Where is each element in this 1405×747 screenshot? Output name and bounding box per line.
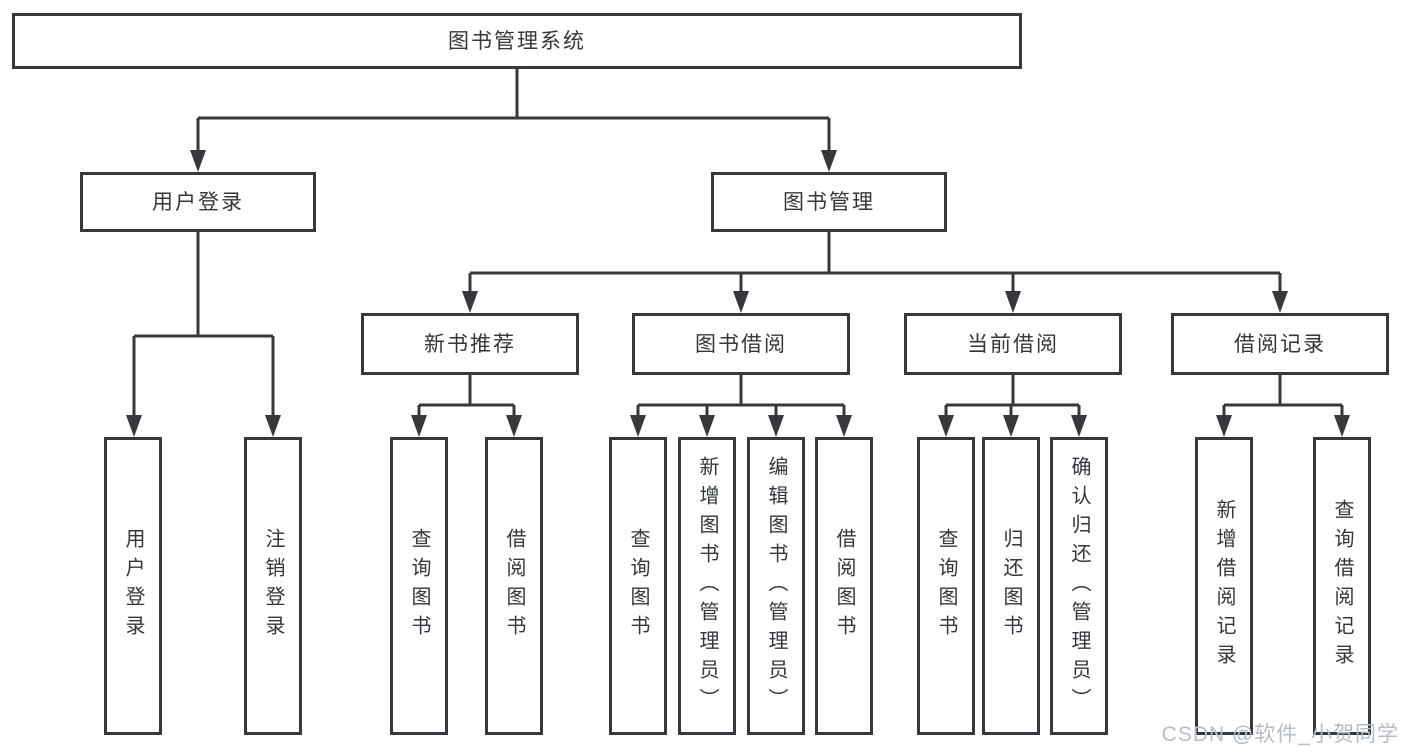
arrowhead-icon [630,415,646,437]
node-library-management-system: 图书管理系统 [12,13,1022,69]
leaf-return-books: 归还图书 [982,437,1040,735]
arrowhead-icon [1334,415,1350,437]
connector-user-login-to-leaves [126,232,281,437]
node-user-login: 用户登录 [80,172,316,232]
arrowhead-icon [768,415,784,437]
leaf-query-books-current: 查询图书 [917,437,975,735]
leaf-query-books-borrow: 查询图书 [609,437,667,735]
arrowhead-icon [1272,291,1288,313]
csdn-watermark: CSDN @软件_小贺同学 [1161,723,1399,746]
node-borrowing-records: 借阅记录 [1171,313,1389,375]
connector-borrow-records-to-leaves [1216,375,1350,437]
leaf-user-login: 用户登录 [104,437,162,735]
node-current-borrowing: 当前借阅 [904,313,1122,375]
arrowhead-icon [836,415,852,437]
connector-book-management-to-level3 [462,232,1288,313]
arrowhead-icon [190,150,206,172]
node-book-borrowing: 图书借阅 [632,313,850,375]
arrowhead-icon [462,291,478,313]
arrowhead-icon [265,415,281,437]
node-book-management: 图书管理 [711,172,947,232]
connector-new-book-to-leaves [411,375,522,437]
connector-current-borrow-to-leaves [938,375,1087,437]
leaf-query-borrow-record: 查询借阅记录 [1313,437,1371,735]
leaf-add-books-admin: 新增图书（管理员） [678,437,736,735]
leaf-borrow-books: 借阅图书 [815,437,873,735]
leaf-edit-books-admin: 编辑图书（管理员） [747,437,805,735]
arrowhead-icon [1003,415,1019,437]
arrowhead-icon [733,291,749,313]
leaf-add-borrow-record: 新增借阅记录 [1195,437,1253,735]
connector-root-to-level2 [190,69,837,172]
node-new-book-recommend: 新书推荐 [361,313,579,375]
leaf-logout: 注销登录 [244,437,302,735]
arrowhead-icon [1005,291,1021,313]
arrowhead-icon [411,415,427,437]
arrowhead-icon [506,415,522,437]
arrowhead-icon [821,150,837,172]
arrowhead-icon [938,415,954,437]
leaf-borrow-books-recommend: 借阅图书 [485,437,543,735]
connector-book-borrow-to-leaves [630,375,852,437]
arrowhead-icon [126,415,142,437]
arrowhead-icon [699,415,715,437]
leaf-query-books-recommend: 查询图书 [390,437,448,735]
leaf-confirm-return-admin: 确认归还（管理员） [1050,437,1108,735]
arrowhead-icon [1216,415,1232,437]
arrowhead-icon [1071,415,1087,437]
